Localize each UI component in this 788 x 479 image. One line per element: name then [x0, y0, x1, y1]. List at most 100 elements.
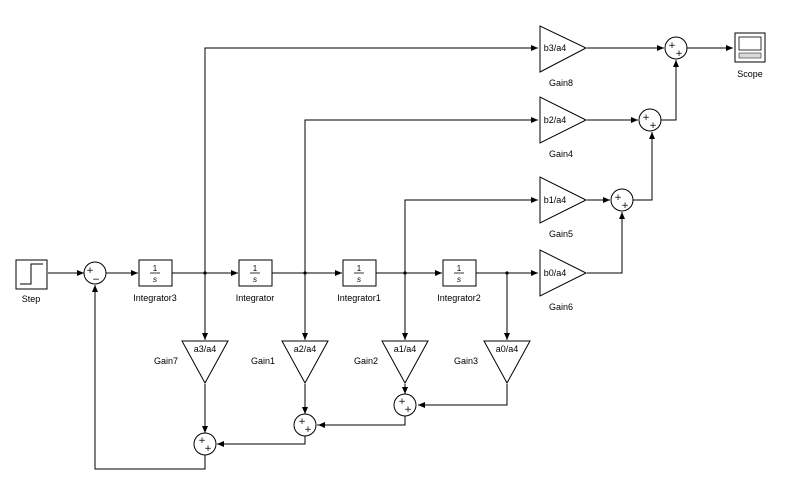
gain3-label: Gain3: [454, 356, 478, 366]
sum-sign: +: [621, 201, 629, 211]
scope-label: Scope: [737, 69, 763, 79]
sum-b-block[interactable]: + +: [638, 108, 662, 132]
integrator1-den: s: [357, 275, 361, 284]
gain5-label: Gain5: [549, 229, 573, 239]
sum-d-block[interactable]: + +: [393, 393, 417, 417]
integrator3-num: 1: [153, 264, 158, 273]
gain6-value: b0/a4: [544, 268, 567, 278]
line-to-gain8: [204, 45, 538, 273]
gain6-label: Gain6: [549, 302, 573, 312]
integrator-num: 1: [253, 264, 258, 273]
integrator3-den: s: [153, 275, 157, 284]
sum-c-circle[interactable]: [610, 188, 634, 212]
sum-sign: +: [298, 417, 306, 427]
sum-sign: +: [649, 121, 657, 131]
line-sum-to-sum-a: [318, 416, 406, 428]
sum-e-block[interactable]: + +: [293, 413, 317, 437]
input-sum-circle[interactable]: [83, 261, 107, 285]
gain8-value: b3/a4: [544, 43, 567, 53]
gain5-value: b1/a4: [544, 195, 567, 205]
step-icon: [20, 263, 43, 285]
gain4-triangle[interactable]: [539, 96, 588, 144]
gain8-triangle[interactable]: [539, 25, 588, 73]
step-block[interactable]: Step: [15, 259, 48, 304]
gain1-label: Gain1: [251, 356, 275, 366]
input-sum-plus: +: [86, 266, 94, 276]
branch-point: [403, 271, 407, 275]
line-gain3-to-sum: [418, 384, 508, 408]
gain2-value: a1/a4: [394, 344, 417, 354]
line-sum-to-sum-b: [217, 436, 306, 447]
integrator-den: s: [253, 275, 257, 284]
sum-b-circle[interactable]: [638, 108, 662, 132]
sum-e-circle[interactable]: [293, 413, 317, 437]
integrator-label: Integrator: [236, 293, 275, 303]
gain3-value: a0/a4: [496, 344, 519, 354]
scope-block[interactable]: Scope: [734, 32, 766, 79]
sum-output-circle[interactable]: [664, 36, 688, 60]
sum-f-circle[interactable]: [193, 432, 217, 456]
line-feedback-to-input: [92, 285, 206, 470]
integrator3-label: Integrator3: [133, 293, 177, 303]
gain1-triangle[interactable]: [281, 340, 329, 385]
gain1-block[interactable]: a2/a4 Gain1: [251, 340, 329, 385]
gain3-triangle[interactable]: [483, 340, 531, 385]
line-sum-chain-2: [661, 60, 679, 121]
line-to-gain4: [304, 117, 538, 273]
branch-points: [203, 271, 509, 275]
sum-sign: +: [675, 49, 683, 59]
gain4-label: Gain4: [549, 149, 573, 159]
sum-sign: +: [404, 405, 412, 415]
line-sum-chain-1: [633, 132, 655, 201]
gain7-value: a3/a4: [194, 344, 217, 354]
gain2-block[interactable]: a1/a4 Gain2: [354, 340, 429, 385]
gain2-triangle[interactable]: [381, 340, 429, 385]
integrator1-block[interactable]: 1 s Integrator1: [337, 259, 381, 303]
integrator3-block[interactable]: 1 s Integrator3: [133, 259, 177, 303]
gain8-block[interactable]: b3/a4 Gain8: [539, 25, 588, 88]
branch-point: [303, 271, 307, 275]
gain7-triangle[interactable]: [181, 340, 229, 385]
integrator2-block[interactable]: 1 s Integrator2: [437, 259, 481, 303]
scope-screen-icon: [738, 36, 762, 51]
gain6-triangle[interactable]: [539, 249, 588, 297]
integrator2-num: 1: [457, 264, 462, 273]
line-to-gain5: [404, 197, 538, 273]
signal-lines: [48, 45, 733, 470]
gain7-block[interactable]: a3/a4 Gain7: [154, 340, 229, 385]
integrator2-den: s: [457, 275, 461, 284]
step-label: Step: [22, 294, 41, 304]
gain1-value: a2/a4: [294, 344, 317, 354]
gain4-value: b2/a4: [544, 115, 567, 125]
gain7-label: Gain7: [154, 356, 178, 366]
sum-sign: +: [642, 113, 650, 123]
input-sum-minus: −: [92, 275, 100, 285]
sum-sign: +: [204, 444, 212, 454]
sum-d-circle[interactable]: [393, 393, 417, 417]
gain2-label: Gain2: [354, 356, 378, 366]
gain5-block[interactable]: b1/a4 Gain5: [539, 176, 588, 239]
sum-output-block[interactable]: + +: [664, 36, 688, 60]
sum-sign: +: [668, 41, 676, 51]
sum-c-block[interactable]: + +: [610, 188, 634, 212]
gain4-block[interactable]: b2/a4 Gain4: [539, 96, 588, 159]
input-sum-block[interactable]: + −: [83, 261, 107, 285]
sum-f-block[interactable]: + +: [193, 432, 217, 456]
integrator1-num: 1: [357, 264, 362, 273]
branch-point: [505, 271, 509, 275]
gain8-label: Gain8: [549, 78, 573, 88]
integrator-block[interactable]: 1 s Integrator: [236, 259, 275, 303]
gain5-triangle[interactable]: [539, 176, 588, 224]
scope-panel-icon: [738, 52, 762, 59]
sum-sign: +: [398, 397, 406, 407]
integrator2-label: Integrator2: [437, 293, 481, 303]
integrator1-label: Integrator1: [337, 293, 381, 303]
gain6-block[interactable]: b0/a4 Gain6: [539, 249, 588, 312]
line-gain6-to-sum: [587, 212, 625, 274]
gain3-block[interactable]: a0/a4 Gain3: [454, 340, 531, 385]
branch-point: [203, 271, 207, 275]
sum-sign: +: [304, 425, 312, 435]
sum-sign: +: [614, 193, 622, 203]
sum-sign: +: [198, 436, 206, 446]
